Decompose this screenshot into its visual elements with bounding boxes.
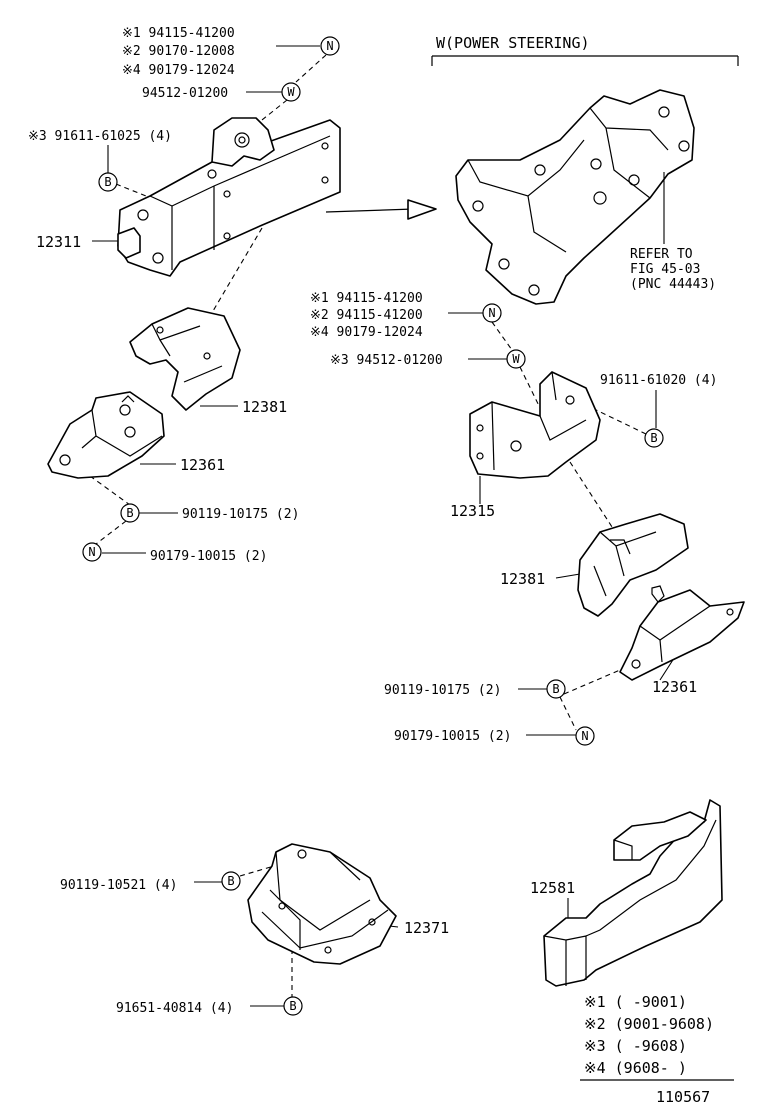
refer-note: REFER TO FIG 45-03 (PNC 44443) — [630, 172, 716, 292]
nut-symbol-left-bottom — [82, 542, 102, 562]
left-callout-c2: ※2 90170-12008 — [122, 44, 235, 59]
legend-row-2: ※2 (9001-9608) — [584, 1015, 714, 1033]
legend-row-4: ※4 (9608- ) — [584, 1059, 687, 1077]
svg-text:N: N — [88, 545, 95, 559]
bottom-left-callouts: 90119-10521 (4) 12371 91651-40814 (4) B … — [60, 865, 449, 1016]
left-label-crossmember: 12311 — [36, 233, 81, 251]
nut-symbol-left-top — [320, 36, 340, 56]
bolt-symbol-left-bottom — [120, 503, 140, 523]
bottom-right-label-part: 12581 — [530, 879, 575, 897]
svg-text:B: B — [289, 999, 296, 1013]
section-title: W(POWER STEERING) — [436, 34, 590, 52]
power-steering-bracket — [455, 89, 695, 305]
legend-row-1: ※1 ( -9001) — [584, 993, 687, 1011]
bottom-left-callout-bolt-top: 90119-10521 (4) — [60, 878, 177, 893]
bottom-left-label-insulator: 12371 — [404, 919, 449, 937]
nut-symbol-right-top — [482, 303, 502, 323]
crossmember-12311 — [117, 117, 341, 277]
svg-text:B: B — [552, 682, 559, 696]
bottom-right-callouts: 12581 — [530, 879, 575, 922]
right-symbols: N W B B N — [482, 303, 664, 746]
applicability-legend: ※1 ( -9001) ※2 (9001-9608) ※3 ( -9608) ※… — [580, 993, 734, 1106]
left-callout-c1: ※1 94115-41200 — [122, 26, 235, 41]
right-callout-c4: ※4 90179-12024 — [310, 325, 423, 340]
svg-text:B: B — [126, 506, 133, 520]
right-label-insulator: 12361 — [652, 678, 697, 696]
left-label-bracket: 12381 — [242, 398, 287, 416]
insulator-12371 — [247, 843, 397, 965]
insulator-12361-right — [619, 585, 745, 681]
right-label-bracket: 12315 — [450, 502, 495, 520]
left-callout-bolt-top: ※3 91611-61025 (4) — [28, 129, 172, 144]
bottom-left-callout-bolt-bottom: 91651-40814 (4) — [116, 1001, 233, 1016]
svg-text:B: B — [227, 874, 234, 888]
part-12581 — [543, 799, 723, 987]
left-callout-bolt-bottom: 90119-10175 (2) — [182, 507, 299, 522]
bolt-symbol-left-top — [98, 172, 118, 192]
refer-line-2: FIG 45-03 — [630, 262, 700, 277]
left-callout-washer: 94512-01200 — [142, 86, 228, 101]
left-label-insulator: 12361 — [180, 456, 225, 474]
refer-line-3: (PNC 44443) — [630, 277, 716, 292]
section-header: W(POWER STEERING) — [431, 34, 739, 66]
refer-line-1: REFER TO — [630, 247, 693, 262]
nut-symbol-right-bottom — [575, 726, 595, 746]
svg-text:N: N — [581, 729, 588, 743]
bolt-symbol-right-bottom — [546, 679, 566, 699]
svg-text:W: W — [287, 85, 295, 99]
bolt-symbol-bottom-left-top — [221, 871, 241, 891]
legend-row-3: ※3 ( -9608) — [584, 1037, 687, 1055]
right-leaders — [448, 312, 679, 736]
right-callout-c2: ※2 94115-41200 — [310, 308, 423, 323]
figure-number: 110567 — [656, 1088, 710, 1106]
right-callout-bolt-top: 91611-61020 (4) — [600, 373, 717, 388]
svg-text:B: B — [104, 175, 111, 189]
right-callout-nut-bottom: 90179-10015 (2) — [394, 729, 511, 744]
svg-text:W: W — [512, 352, 520, 366]
bracket-12381-right — [577, 513, 689, 617]
left-callouts: ※1 94115-41200 ※2 90170-12008 ※4 90179-1… — [28, 26, 299, 564]
right-callout-bolt-bottom: 90119-10175 (2) — [384, 683, 501, 698]
insulator-12361-left — [47, 391, 165, 479]
direction-arrow — [325, 199, 437, 220]
bolt-symbol-right-top — [644, 428, 664, 448]
right-callouts: ※1 94115-41200 ※2 94115-41200 ※4 90179-1… — [310, 291, 717, 744]
left-callout-c4: ※4 90179-12024 — [122, 63, 235, 78]
bracket-12315 — [469, 371, 601, 479]
svg-text:N: N — [326, 39, 333, 53]
left-callout-nut-bottom: 90179-10015 (2) — [150, 549, 267, 564]
washer-symbol-right — [506, 349, 526, 369]
right-label-bracket2: 12381 — [500, 570, 545, 588]
left-symbols: N W B B N — [82, 36, 340, 562]
right-callout-washer: ※3 94512-01200 — [330, 353, 443, 368]
bolt-symbol-bottom-left-bottom — [283, 996, 303, 1016]
washer-symbol-left — [281, 82, 301, 102]
bracket-12381-left — [129, 307, 241, 411]
svg-text:N: N — [488, 306, 495, 320]
svg-text:B: B — [650, 431, 657, 445]
left-leaders — [89, 45, 327, 554]
right-callout-c1: ※1 94115-41200 — [310, 291, 423, 306]
